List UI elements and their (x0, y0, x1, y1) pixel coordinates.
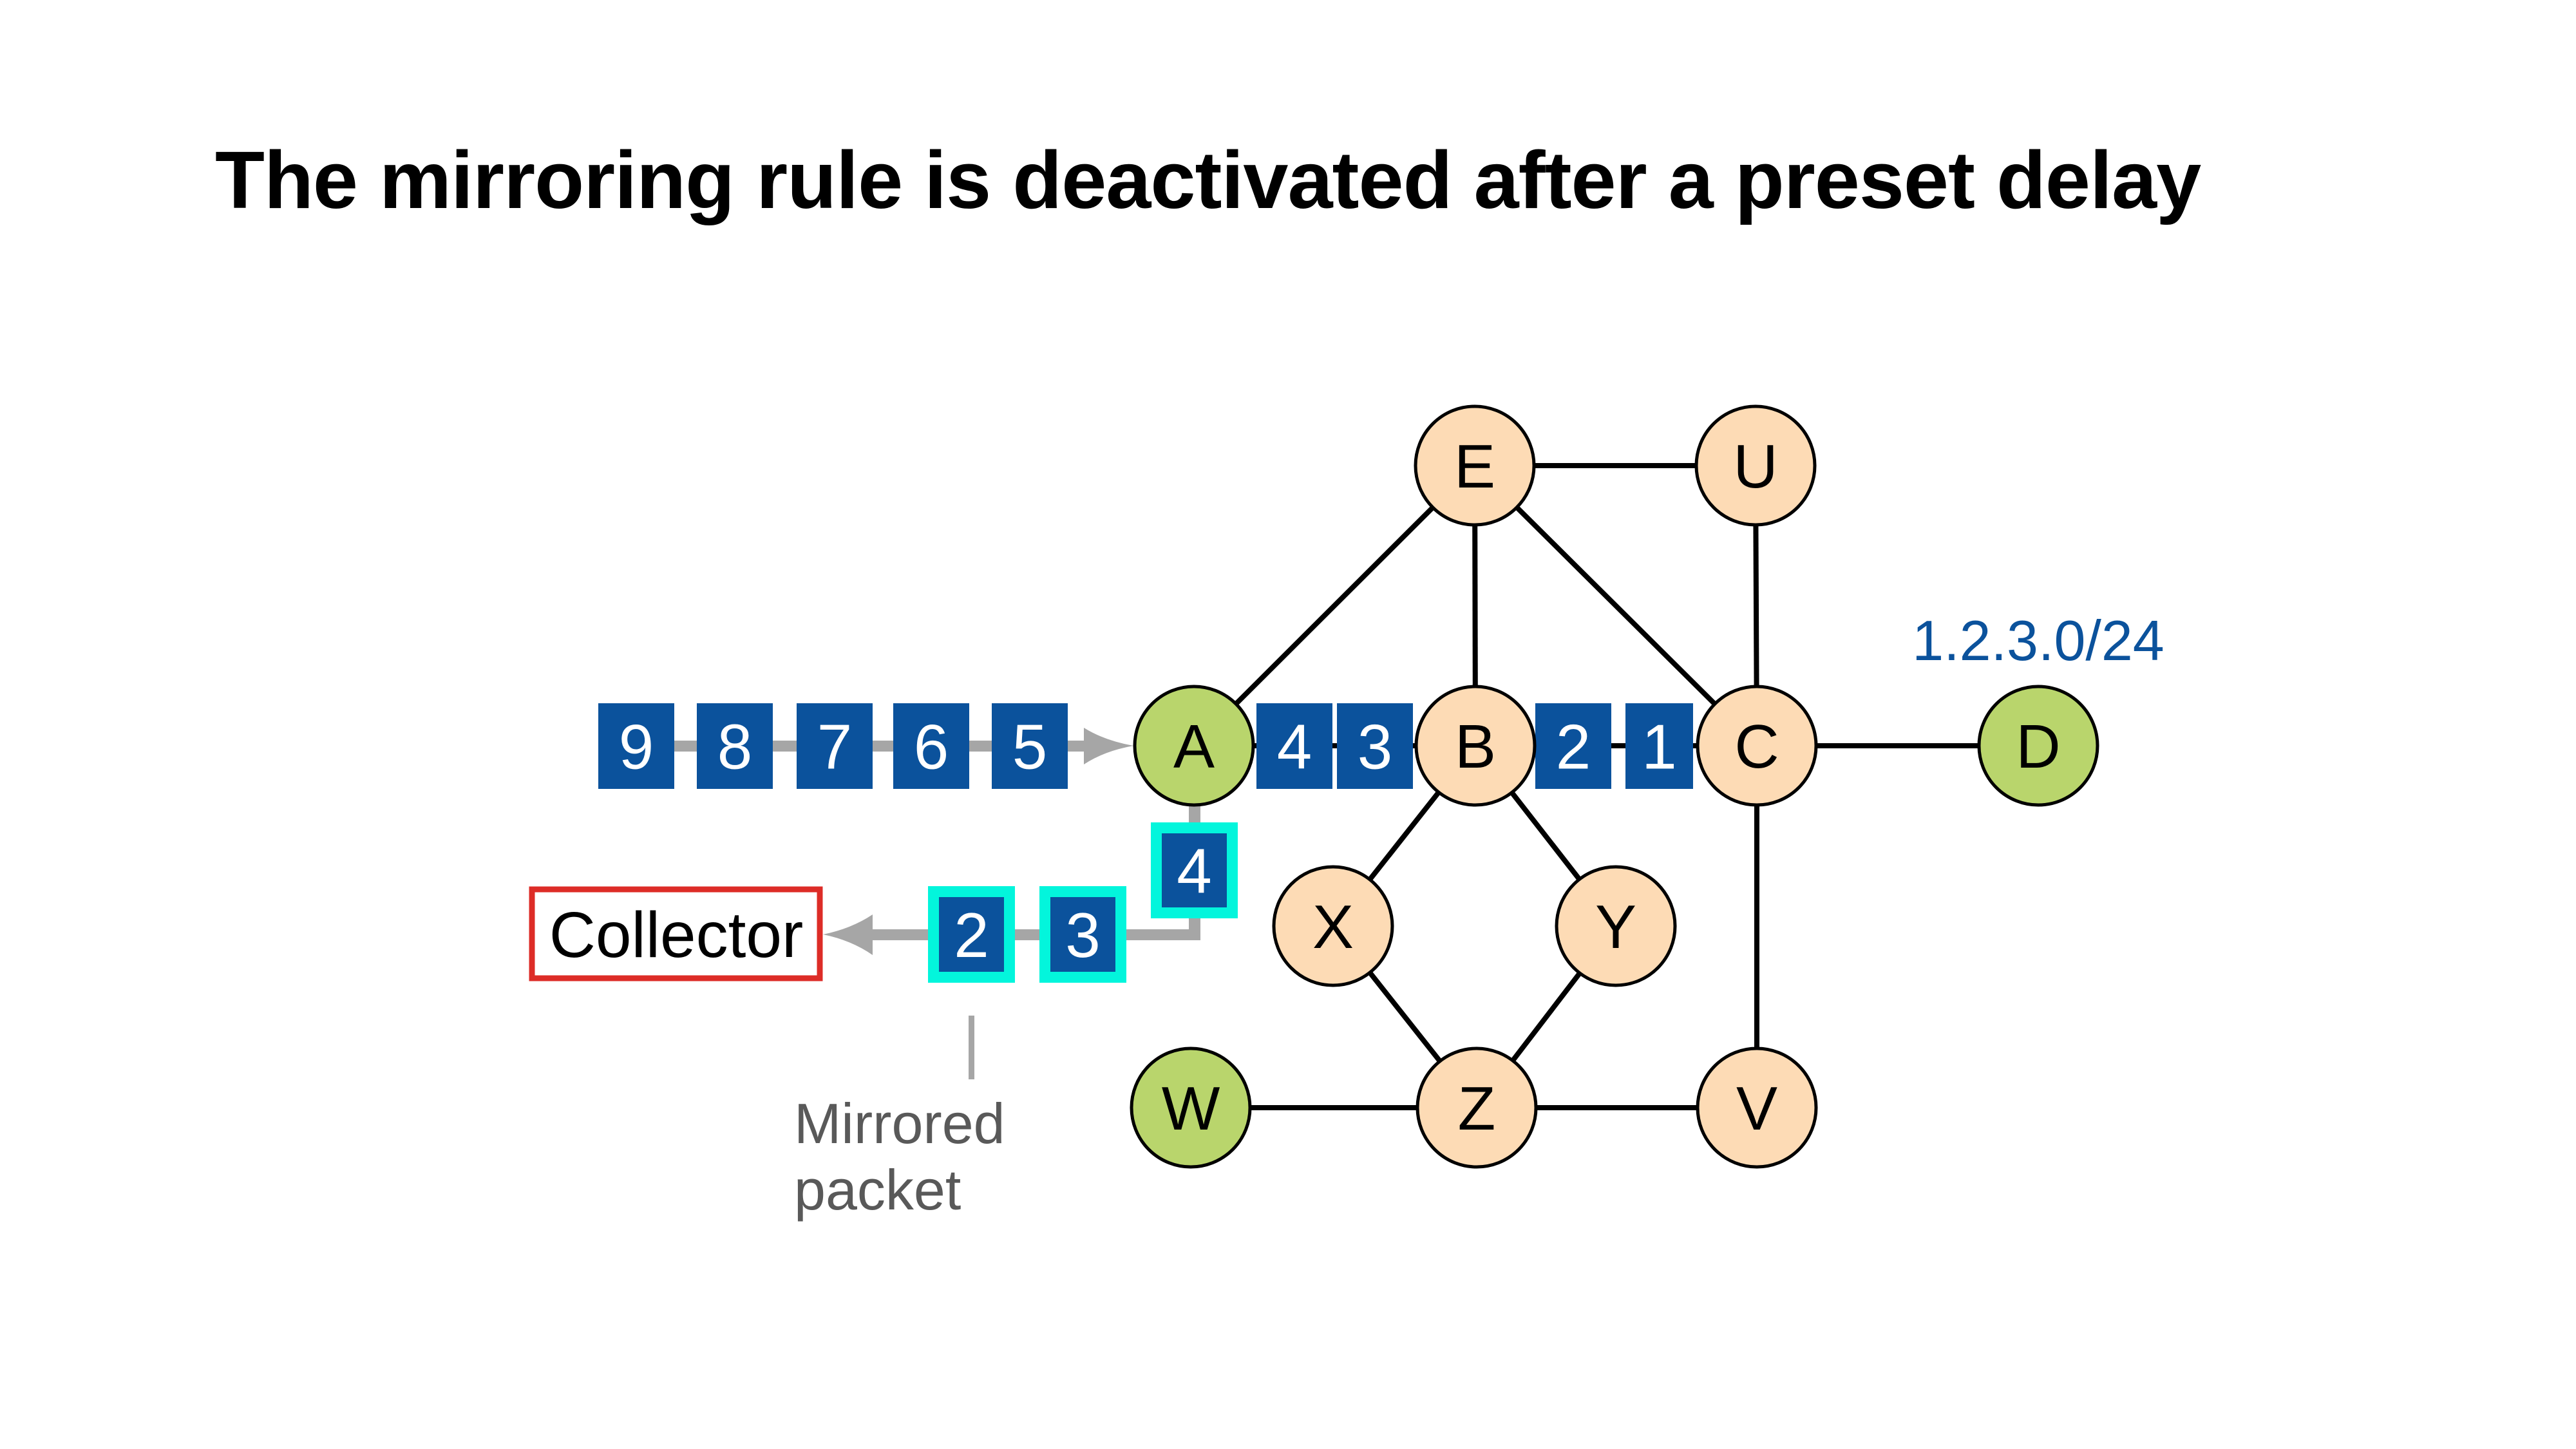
packet-number: 2 (1556, 712, 1591, 782)
mirrored-packet: 3 (1039, 886, 1126, 983)
node-label: A (1173, 712, 1215, 781)
node-label: E (1454, 432, 1495, 501)
node-d[interactable]: D (1977, 685, 2099, 807)
mirrored-note-line1: Mirrored (794, 1092, 1005, 1155)
packet-number: 5 (1012, 712, 1048, 782)
node-v[interactable]: V (1696, 1046, 1818, 1169)
router-circle (1272, 865, 1394, 987)
in-flight-packet: 1 (1625, 703, 1693, 789)
node-c[interactable]: C (1696, 685, 1818, 807)
mirror-flow-arrowhead-icon (823, 914, 873, 955)
router-circle (1696, 685, 1818, 807)
packet-box (1337, 703, 1413, 789)
nodes: A B C D E U X Y Z W V (1130, 404, 2099, 1169)
packet-box (1625, 703, 1693, 789)
router-circle (1696, 1046, 1818, 1169)
packet-box (1162, 833, 1227, 907)
incoming-packet: 6 (893, 703, 969, 789)
packet-number: 3 (1358, 712, 1393, 782)
node-u[interactable]: U (1694, 404, 1817, 527)
packet-box (1256, 703, 1332, 789)
incoming-flow-line (670, 741, 1085, 752)
node-w[interactable]: W (1130, 1046, 1252, 1169)
packet-number: 9 (619, 712, 654, 782)
packet-number: 3 (1065, 900, 1101, 971)
collector-label: Collector (549, 899, 804, 971)
host-circle (1977, 685, 2099, 807)
packet-box (1050, 897, 1115, 972)
in-flight-packet: 3 (1337, 703, 1413, 789)
mirror-flow-horizontal-line (871, 929, 1200, 940)
node-x[interactable]: X (1272, 865, 1394, 987)
router-circle (1555, 865, 1677, 987)
node-label: W (1162, 1074, 1220, 1143)
packet-box (893, 703, 969, 789)
node-y[interactable]: Y (1555, 865, 1677, 987)
mirrored-packet: 2 (928, 886, 1015, 983)
in-flight-packet: 4 (1256, 703, 1332, 789)
node-z[interactable]: Z (1416, 1046, 1538, 1169)
packet-number: 7 (817, 712, 853, 782)
packet-box (992, 703, 1068, 789)
router-circle (1416, 1046, 1538, 1169)
router-circle (1414, 404, 1536, 527)
node-b[interactable]: B (1414, 685, 1537, 807)
node-label: D (2016, 712, 2060, 781)
packet-box (939, 897, 1004, 972)
packet-number: 4 (1277, 712, 1312, 782)
node-label: X (1312, 893, 1354, 961)
incoming-packet: 5 (992, 703, 1068, 789)
collector-box[interactable]: Collector (529, 886, 823, 981)
mirrored-note-line2: packet (794, 1158, 961, 1222)
node-label: Y (1595, 893, 1636, 961)
incoming-packet: 9 (598, 703, 674, 789)
mirrored-note-pointer (969, 1016, 974, 1079)
edge-a-e (1192, 464, 1477, 748)
node-label: V (1736, 1074, 1777, 1143)
router-circle (1414, 685, 1537, 807)
packet-box (697, 703, 773, 789)
host-circle (1133, 685, 1255, 807)
incoming-packet: 8 (697, 703, 773, 789)
incoming-packet: 7 (797, 703, 873, 789)
node-label: U (1733, 432, 1777, 501)
node-label: B (1455, 712, 1496, 781)
incoming-flow-arrowhead-icon (1084, 728, 1133, 764)
packet-box (797, 703, 873, 789)
in-flight-packet: 2 (1535, 703, 1611, 789)
edge-e-c (1473, 464, 1759, 748)
packet-number: 2 (954, 900, 989, 971)
slide-title: The mirroring rule is deactivated after … (215, 135, 2201, 225)
packet-number: 6 (914, 712, 949, 782)
router-circle (1694, 404, 1817, 527)
collector-frame (529, 886, 823, 981)
incoming-flow (670, 728, 1133, 764)
packet-number: 8 (717, 712, 753, 782)
packet-box (598, 703, 674, 789)
destination-prefix-label: 1.2.3.0/24 (1912, 609, 2164, 672)
host-circle (1130, 1046, 1252, 1169)
mirrored-packet: 4 (1151, 822, 1238, 918)
packet-number: 1 (1642, 712, 1677, 782)
node-label: Z (1458, 1074, 1496, 1143)
packet-number: 4 (1177, 836, 1212, 907)
packet-box (1535, 703, 1611, 789)
node-e[interactable]: E (1414, 404, 1536, 527)
node-label: C (1734, 712, 1779, 781)
node-a[interactable]: A (1133, 685, 1255, 807)
